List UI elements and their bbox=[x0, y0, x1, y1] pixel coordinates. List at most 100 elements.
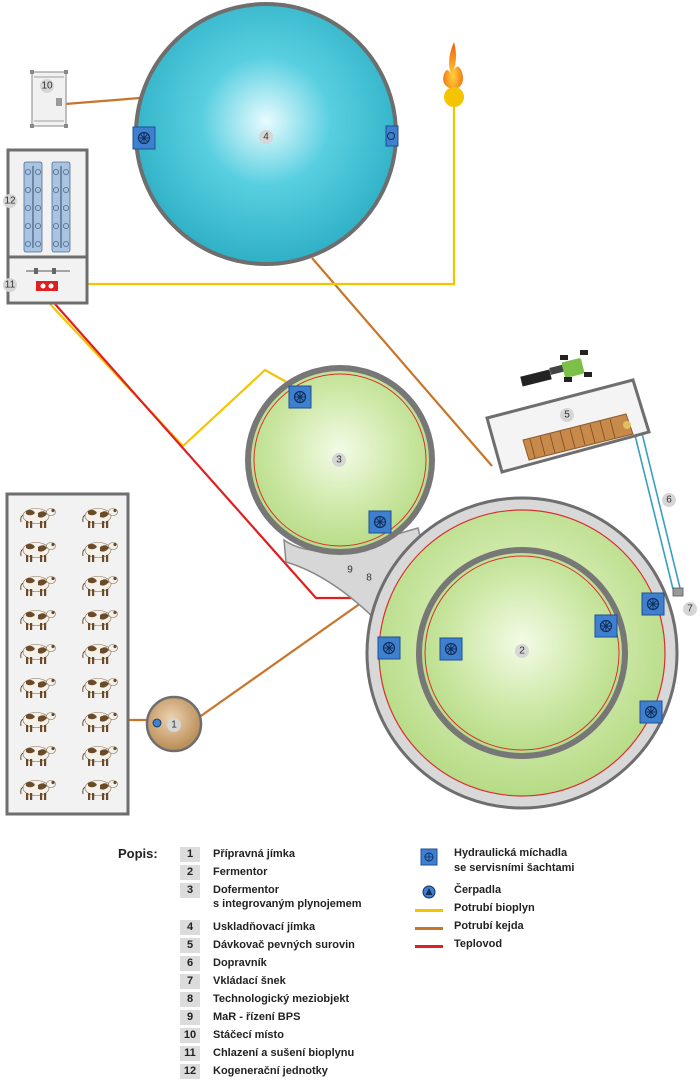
label-1-text: 1 bbox=[171, 720, 177, 731]
solid-feeder bbox=[485, 378, 651, 474]
symbol-text: Potrubí kejda bbox=[454, 920, 524, 932]
symbol-text: Teplovod bbox=[454, 938, 503, 950]
legend-text-line2: s integrovaným plynojemem bbox=[213, 898, 362, 910]
legend-number: 2 bbox=[180, 865, 200, 880]
inlet-screw bbox=[672, 587, 684, 597]
number-labels: 10 4 12 11 3 5 6 9 8 7 2 1 bbox=[3, 79, 697, 732]
symbol-item: Potrubí bioplyn bbox=[414, 901, 535, 916]
legend-item: 10 Stáčecí místo bbox=[180, 1028, 284, 1045]
legend-item: 11 Chlazení a sušení bioplynu bbox=[180, 1046, 354, 1063]
legend-number: 5 bbox=[180, 938, 200, 953]
legend-item: 6 Dopravník bbox=[180, 956, 267, 973]
legend-text: MaR - řízení BPS bbox=[213, 1011, 301, 1023]
legend-text: Vkládací šnek bbox=[213, 975, 286, 987]
label-7-text: 7 bbox=[687, 604, 693, 615]
label-2-text: 2 bbox=[519, 646, 525, 657]
mixer-icon bbox=[641, 592, 665, 616]
legend-text: Chlazení a sušení bioplynu bbox=[213, 1047, 355, 1059]
legend-item: 2 Fermentor bbox=[180, 865, 267, 882]
biogas-pipe-swatch bbox=[415, 909, 443, 912]
legend-text: Dávkovač pevných surovin bbox=[213, 939, 355, 951]
legend-number: 1 bbox=[180, 847, 200, 862]
mixer-icon bbox=[288, 385, 312, 409]
label-9: 9 bbox=[343, 563, 357, 577]
symbol-item: Potrubí kejda bbox=[414, 919, 524, 934]
symbol-item: Hydraulická míchadla se servisními šacht… bbox=[414, 846, 574, 876]
biogas-pipe-to-flare bbox=[86, 106, 456, 286]
heat-pipe-swatch bbox=[415, 945, 443, 948]
label-2: 2 bbox=[515, 644, 529, 658]
label-4: 4 bbox=[259, 130, 273, 144]
chp-units bbox=[23, 161, 71, 253]
legend-item: 8 Technologický meziobjekt bbox=[180, 992, 349, 1009]
tractor-icon bbox=[520, 350, 592, 387]
slurry-pipe-pit-to-fermenter bbox=[197, 597, 369, 719]
legend-number: 4 bbox=[180, 920, 200, 935]
legend-number: 9 bbox=[180, 1010, 200, 1025]
pump-icon bbox=[152, 718, 162, 728]
mixer-icon bbox=[439, 637, 463, 661]
label-5: 5 bbox=[560, 408, 574, 422]
flare-icon bbox=[443, 42, 464, 107]
legend-text: Dopravník bbox=[213, 957, 267, 969]
legend-item: 3 Dofermentor s integrovaným plynojemem bbox=[180, 883, 362, 917]
legend-item: 7 Vkládací šnek bbox=[180, 974, 286, 991]
legend-number: 6 bbox=[180, 956, 200, 971]
biogas-pipe-to-digester3 bbox=[49, 303, 291, 448]
gas-cooling-unit bbox=[26, 268, 70, 291]
legend-item: 9 MaR - řízení BPS bbox=[180, 1010, 300, 1027]
symbol-text: Čerpadla bbox=[454, 884, 502, 896]
legend-text: Kogenerační jednotky bbox=[213, 1065, 328, 1077]
legend-title: Popis: bbox=[118, 846, 158, 861]
symbol-text: Hydraulická míchadla bbox=[454, 847, 568, 859]
slurry-pipe-loading-to-storage bbox=[64, 96, 141, 106]
symbol-item: Čerpadla bbox=[414, 883, 501, 899]
slurry-pipes bbox=[64, 96, 493, 722]
legend-number: 10 bbox=[180, 1028, 200, 1043]
legend-text: Stáčecí místo bbox=[213, 1029, 284, 1041]
loading-point bbox=[30, 70, 68, 128]
legend-number: 3 bbox=[180, 883, 200, 898]
label-6: 6 bbox=[662, 493, 676, 507]
symbol-text-line2: se servisními šachtami bbox=[454, 862, 575, 874]
slurry-pipe-swatch bbox=[415, 927, 443, 930]
label-3: 3 bbox=[332, 453, 346, 467]
label-10-text: 10 bbox=[41, 81, 53, 92]
label-9-text: 9 bbox=[347, 565, 353, 576]
symbol-item: Teplovod bbox=[414, 937, 502, 952]
mixer-icon bbox=[639, 700, 663, 724]
label-8: 8 bbox=[362, 571, 376, 585]
symbol-text: Potrubí bioplyn bbox=[454, 902, 535, 914]
legend-text: Dofermentor bbox=[213, 884, 280, 896]
label-4-text: 4 bbox=[263, 132, 269, 143]
legend-number: 8 bbox=[180, 992, 200, 1007]
label-7: 7 bbox=[683, 602, 697, 616]
mixer-icon bbox=[132, 126, 156, 150]
label-3-text: 3 bbox=[336, 455, 342, 466]
label-12: 12 bbox=[3, 194, 17, 208]
label-5-text: 5 bbox=[564, 410, 570, 421]
legend-item: 12 Kogenerační jednotky bbox=[180, 1064, 328, 1081]
label-6-text: 6 bbox=[666, 495, 672, 506]
mixer-icon bbox=[368, 510, 392, 534]
mixer-icon bbox=[377, 636, 401, 660]
label-11: 11 bbox=[3, 278, 17, 292]
label-8-text: 8 bbox=[366, 573, 372, 584]
legend-text: Přípravná jímka bbox=[213, 848, 295, 860]
label-10: 10 bbox=[40, 79, 54, 93]
conveyor-lines bbox=[629, 412, 681, 590]
stable bbox=[5, 492, 130, 816]
mixer-icon bbox=[594, 614, 618, 638]
heat-pipe bbox=[54, 303, 360, 600]
legend-item: 4 Uskladňovací jímka bbox=[180, 920, 315, 937]
mixer-icon bbox=[385, 125, 399, 147]
label-11-text: 11 bbox=[5, 280, 16, 291]
mixer-icon bbox=[420, 848, 438, 866]
legend-number: 11 bbox=[180, 1046, 200, 1061]
legend-text: Technologický meziobjekt bbox=[213, 993, 350, 1005]
label-1: 1 bbox=[167, 718, 181, 732]
legend-number: 7 bbox=[180, 974, 200, 989]
legend-number: 12 bbox=[180, 1064, 200, 1079]
pump-icon bbox=[422, 885, 436, 899]
